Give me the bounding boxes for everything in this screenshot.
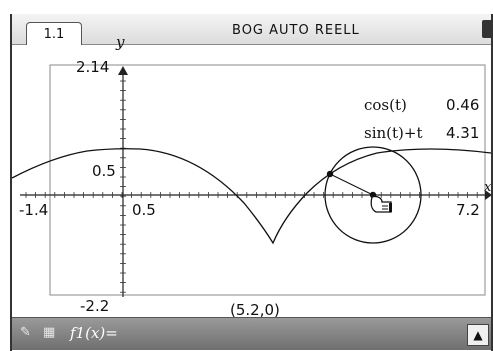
page-tab[interactable]: 1.1 <box>26 22 82 45</box>
unit-circle[interactable] <box>324 146 422 244</box>
x-max-label[interactable]: 7.2 <box>456 201 480 219</box>
x-min-label[interactable]: -1.4 <box>19 201 49 219</box>
hand-cursor-icon <box>370 195 392 213</box>
radius-segment <box>329 173 374 196</box>
y-min-label[interactable]: -2.2 <box>80 297 110 315</box>
x-axis-ticks <box>25 192 478 198</box>
entry-line[interactable]: ✎ ▦ f1(x)= ▲ <box>12 317 491 350</box>
readout-value-sin[interactable]: 4.31 <box>446 124 480 142</box>
graph-area[interactable]: y x 2.14 0.5 -1.4 0.5 7.2 -2.2 (5.2,0) c… <box>12 33 492 319</box>
y-axis-label: y <box>116 33 125 51</box>
readout-expr-sin: sin(t)+t <box>364 124 423 142</box>
window-frame <box>49 64 486 296</box>
mode-status: BOG AUTO REELL <box>232 23 360 38</box>
curve-point[interactable] <box>326 170 334 178</box>
x-axis-arrow <box>485 190 491 200</box>
point-coordinates[interactable]: (5.2,0) <box>230 301 280 319</box>
readout-expr-cos: cos(t) <box>364 96 407 114</box>
readout-value-cos[interactable]: 0.46 <box>446 96 480 114</box>
y-axis-arrow <box>118 66 128 75</box>
y-axis-ticks <box>120 80 126 293</box>
edit-icon[interactable]: ✎ <box>20 325 31 340</box>
title-bar: 1.1 BOG AUTO REELL <box>12 14 491 45</box>
calculator-screen: 1.1 BOG AUTO REELL <box>10 14 493 351</box>
x-axis-label: x <box>484 180 492 195</box>
battery-icon <box>482 20 491 38</box>
x-tick-label: 0.5 <box>132 201 156 219</box>
expand-entry-button[interactable]: ▲ <box>467 324 489 346</box>
graph-type-icon[interactable]: ▦ <box>43 325 56 340</box>
y-tick-label: 0.5 <box>92 162 116 180</box>
cycloid-curve[interactable] <box>12 148 491 245</box>
y-max-label[interactable]: 2.14 <box>76 58 110 76</box>
function-entry[interactable]: f1(x)= <box>70 324 118 342</box>
graph-canvas[interactable] <box>12 45 491 315</box>
